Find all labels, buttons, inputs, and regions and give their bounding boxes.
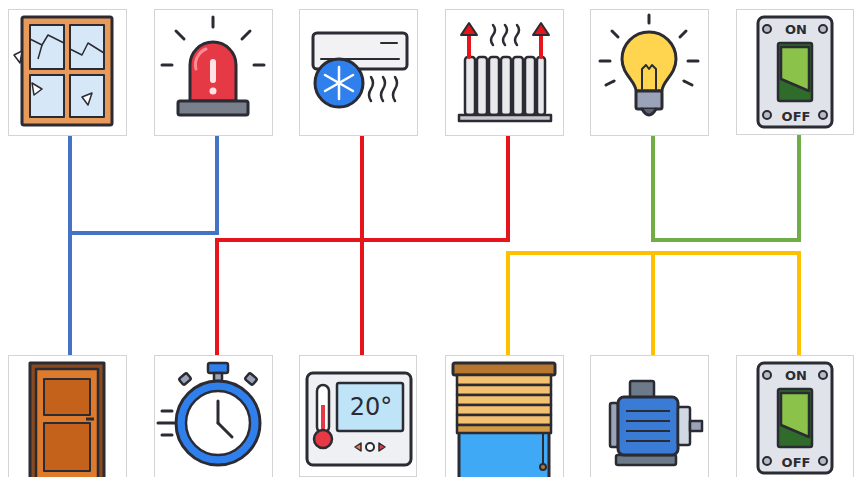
red-wire: [217, 135, 508, 355]
switch-box: ON OFF: [736, 355, 854, 477]
tile: [9, 10, 127, 136]
switch-off-label: OFF: [759, 456, 833, 470]
green-wire: [653, 135, 799, 240]
blue-wire: [70, 135, 217, 355]
stopwatch-icon: [158, 363, 260, 465]
switch-box: ON OFF: [736, 9, 854, 135]
tile: [591, 356, 709, 477]
switch-plate: [758, 17, 832, 127]
motor-icon: [610, 381, 702, 465]
temperature-reading: 20°: [338, 394, 404, 420]
tile: [591, 10, 709, 136]
tile: [155, 10, 273, 136]
switch-on-label: ON: [759, 369, 833, 383]
blinds-icon: [453, 363, 555, 477]
yellow-wire: [508, 253, 799, 355]
light-bulb-icon: [600, 15, 698, 115]
tiles: [9, 10, 709, 477]
thermostat-body: [307, 373, 411, 465]
tile: [155, 356, 273, 477]
radiator-icon: [459, 23, 551, 121]
switch-off-label: OFF: [759, 110, 833, 124]
air-conditioner-icon: [313, 33, 407, 107]
switch-plate: [758, 363, 832, 473]
switch-on-label: ON: [759, 23, 833, 37]
alarm-icon: [162, 17, 264, 115]
tile: [300, 10, 418, 136]
wires: [70, 135, 799, 355]
thermostat-box: 20°: [299, 355, 417, 477]
tile: [446, 10, 564, 136]
broken-window-icon: [14, 17, 112, 125]
door-icon: [30, 363, 104, 477]
